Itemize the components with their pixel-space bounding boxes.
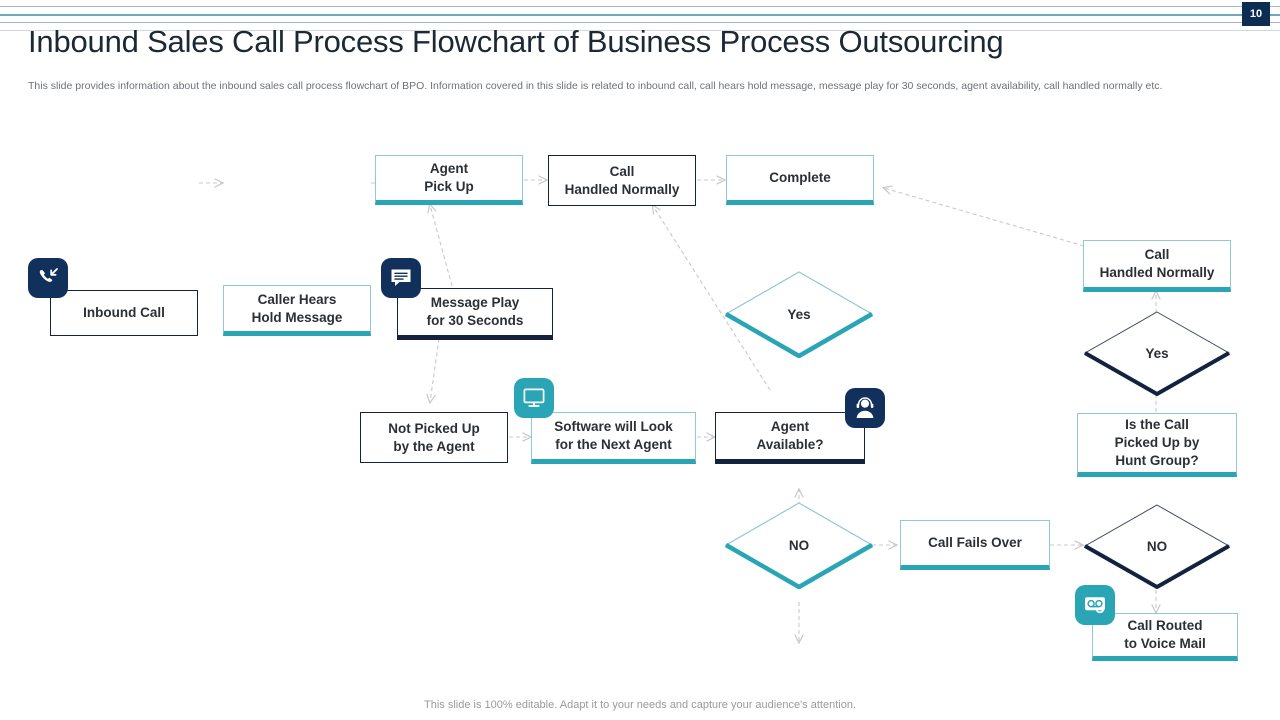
node-call-routed-voicemail[interactable]: Call Routed to Voice Mail (1092, 613, 1238, 661)
headset-agent-icon (845, 388, 885, 428)
node-decision-yes-left[interactable]: Yes (724, 270, 874, 359)
voicemail-icon (1075, 585, 1115, 625)
node-call-fails-over[interactable]: Call Fails Over (900, 520, 1050, 570)
agent-pick-up-line1: Agent (429, 161, 469, 176)
page-number-badge: 10 (1242, 2, 1270, 26)
decision-yes-left-label: Yes (787, 306, 811, 322)
incoming-call-glyph (39, 268, 58, 282)
headset-agent-glyph (856, 397, 874, 418)
hunt-group-line2: Picked Up by (1114, 435, 1200, 450)
node-not-picked-up[interactable]: Not Picked Up by the Agent (360, 412, 508, 463)
node-agent-available[interactable]: Agent Available? (715, 412, 865, 464)
agent-available-line1: Agent (770, 419, 810, 434)
diamond-shape (724, 271, 874, 359)
caller-hears-line1: Caller Hears (257, 291, 337, 307)
software-line2: for the Next Agent (555, 437, 672, 452)
not-picked-up-line2: by the Agent (393, 438, 475, 454)
hunt-group-line3: Hunt Group? (1115, 453, 1199, 468)
monitor-icon (514, 378, 554, 418)
node-caller-hears-hold[interactable]: Caller Hears Hold Message (223, 285, 371, 336)
software-line1: Software will Look (554, 419, 673, 434)
not-picked-up-line1: Not Picked Up (388, 420, 480, 436)
node-agent-pick-up[interactable]: Agent Pick Up (375, 155, 523, 205)
node-call-handled-normally[interactable]: Call Handled Normally (548, 155, 696, 206)
node-inbound-call[interactable]: Inbound Call (50, 290, 198, 336)
page-title: Inbound Sales Call Process Flowchart of … (28, 24, 1004, 59)
page-subtitle: This slide provides information about th… (28, 80, 1163, 92)
incoming-call-icon (28, 258, 68, 298)
node-hunt-group[interactable]: Is the Call Picked Up by Hunt Group? (1077, 413, 1237, 477)
call-handled-line2: Handled Normally (564, 181, 680, 197)
node-complete[interactable]: Complete (726, 155, 874, 205)
call-handled-line1: Call (609, 163, 635, 179)
call-handled-right-line2: Handled Normally (1099, 265, 1215, 280)
chat-message-icon (381, 258, 421, 298)
voicemail-line2: to Voice Mail (1124, 636, 1206, 651)
voicemail-line1: Call Routed (1127, 618, 1203, 633)
call-fails-over-label: Call Fails Over (928, 535, 1022, 550)
node-message-play-30[interactable]: Message Play for 30 Seconds (397, 288, 553, 340)
decision-no-right-label: NO (1146, 538, 1168, 554)
footer-note: This slide is 100% editable. Adapt it to… (424, 699, 856, 711)
node-decision-no-left[interactable]: NO (724, 501, 874, 590)
node-decision-yes-right[interactable]: Yes (1083, 310, 1231, 396)
agent-pick-up-line2: Pick Up (424, 179, 474, 194)
message-play-line2: for 30 Seconds (426, 313, 524, 328)
decision-no-left-label: NO (788, 537, 810, 553)
diamond-shape (1083, 504, 1231, 589)
node-decision-no-right[interactable]: NO (1083, 503, 1231, 589)
hunt-group-line1: Is the Call (1125, 417, 1189, 432)
message-play-line1: Message Play (430, 295, 520, 310)
call-handled-right-line1: Call (1144, 247, 1170, 262)
chat-message-glyph (391, 269, 411, 286)
flowchart-canvas: Agent Pick Up Call Handled Normally Comp… (0, 130, 1280, 690)
agent-available-line2: Available? (756, 437, 824, 452)
caller-hears-line2: Hold Message (251, 309, 343, 325)
monitor-glyph (523, 388, 545, 407)
node-software-next-agent[interactable]: Software will Look for the Next Agent (531, 412, 696, 464)
complete-label: Complete (769, 170, 831, 185)
node-call-handled-right[interactable]: Call Handled Normally (1083, 240, 1231, 292)
header-rules (0, 0, 1280, 34)
diamond-shape (724, 502, 874, 590)
inbound-call-label: Inbound Call (83, 305, 165, 320)
voicemail-glyph (1085, 597, 1105, 614)
decision-yes-right-label: Yes (1145, 345, 1169, 361)
diamond-shape (1083, 311, 1231, 396)
